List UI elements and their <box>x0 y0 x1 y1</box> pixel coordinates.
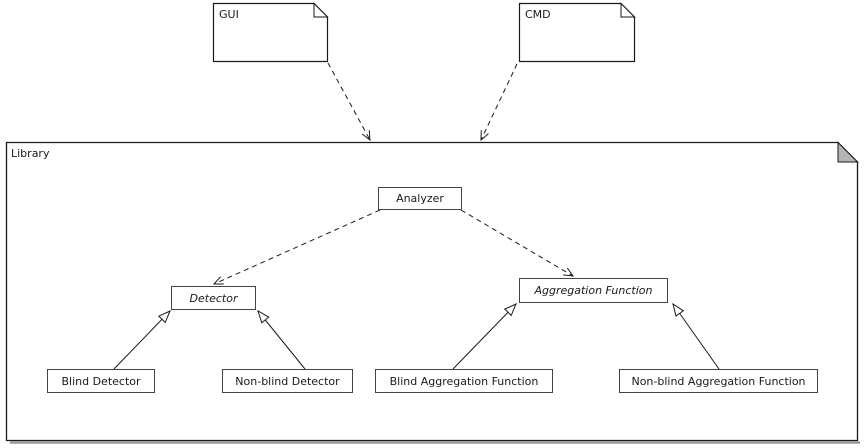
library-package-fold <box>837 141 859 163</box>
class-box-detector: Detector <box>171 286 256 310</box>
class-box-aggregation-function: Aggregation Function <box>519 278 668 303</box>
library-package-shape <box>5 141 859 442</box>
dependency-arrow-cmd-library <box>480 63 518 142</box>
class-label-blind-detector: Blind Detector <box>61 374 141 388</box>
dependency-arrow-analyzer-aggregation <box>460 209 575 277</box>
cmd-note-shape <box>518 2 636 63</box>
generalization-non-blind-aggregation <box>672 302 720 370</box>
dependency-arrow-gui-library <box>327 62 371 142</box>
gui-note-label: GUI <box>219 8 239 21</box>
generalization-non-blind-detector <box>257 309 306 370</box>
class-box-blind-aggregation-function: Blind Aggregation Function <box>375 369 553 393</box>
class-label-non-blind-detector: Non-blind Detector <box>235 374 340 388</box>
class-label-blind-aggregation-function: Blind Aggregation Function <box>389 374 539 388</box>
dependency-arrow-analyzer-detector <box>212 209 381 285</box>
cmd-note-fold <box>620 2 636 18</box>
generalization-blind-aggregation <box>452 303 517 370</box>
class-box-blind-detector: Blind Detector <box>47 369 155 393</box>
cmd-note-label: CMD <box>525 8 551 21</box>
class-label-aggregation-function: Aggregation Function <box>534 284 653 297</box>
gui-note-shape <box>212 2 329 63</box>
generalization-blind-detector <box>113 310 171 370</box>
class-label-detector: Detector <box>189 291 238 305</box>
library-package-label: Library <box>11 147 50 160</box>
class-box-analyzer: Analyzer <box>378 187 462 210</box>
class-box-non-blind-detector: Non-blind Detector <box>222 369 353 393</box>
class-label-analyzer: Analyzer <box>396 192 444 205</box>
class-label-non-blind-aggregation-function: Non-blind Aggregation Function <box>631 374 806 388</box>
gui-note-fold <box>313 2 329 18</box>
class-box-non-blind-aggregation-function: Non-blind Aggregation Function <box>619 369 818 393</box>
